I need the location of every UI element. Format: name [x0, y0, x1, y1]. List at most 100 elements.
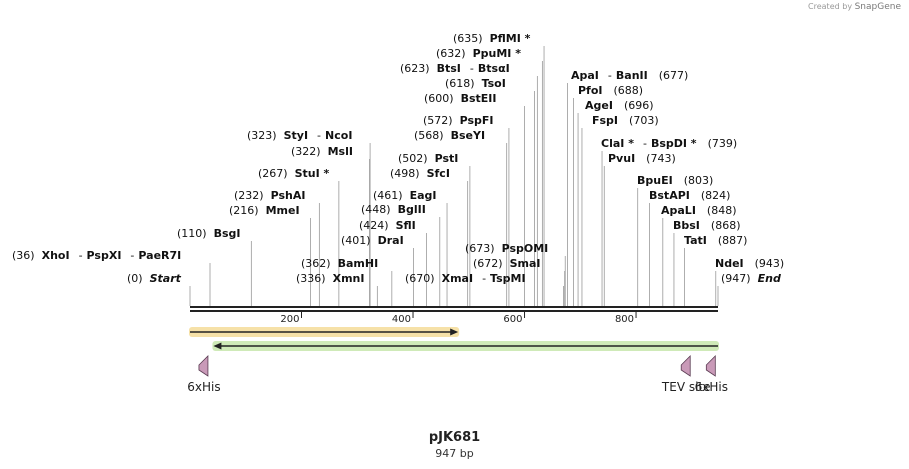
6xHis-right-label: 6xHis	[695, 380, 728, 394]
name-separator: -	[482, 272, 486, 285]
site-label-pflmi: (635)PflMI *	[453, 32, 531, 45]
site-label-pvui: PvuI(743)	[608, 152, 676, 165]
enzyme-name: PpuMI *	[473, 47, 522, 60]
enzyme-name: BseYI	[451, 129, 485, 142]
site-label-xhoi: (36)XhoI-PspXI-PaeR7I	[12, 249, 181, 262]
site-position: (323)	[247, 129, 277, 142]
site-position: (677)	[659, 69, 689, 82]
enzyme-name: BglII	[398, 203, 426, 216]
site-label-msli: (322)MslI	[291, 145, 353, 158]
enzyme-name: NdeI	[715, 257, 744, 270]
site-position: (498)	[390, 167, 420, 180]
site-label-stui: (267) StuI *	[258, 167, 330, 180]
site-label-bamhi: (362)BamHI	[301, 257, 378, 270]
site-position: (618)	[445, 77, 475, 90]
site-label-xmai: (670) XmaI-TspMI	[405, 272, 526, 285]
enzyme-name: TsoI	[482, 77, 506, 90]
enzyme-name: BsgI	[214, 227, 241, 240]
enzyme-name: DraI	[378, 234, 404, 247]
orange-feature-arrowhead	[450, 328, 459, 336]
snapgene-logo-text: SnapGene	[854, 2, 901, 12]
site-position: (635)	[453, 32, 483, 45]
site-label-styi: (323)StyI-NcoI	[247, 129, 352, 142]
site-label-tati: TatI(887)	[684, 234, 747, 247]
credit-prefix: Created by	[808, 2, 853, 11]
site-label-sfci: (498) SfcI	[390, 167, 450, 180]
site-label-pshai: (232)PshAI	[234, 189, 305, 202]
site-label-apai: ApaI-BanII (677)	[571, 69, 688, 82]
enzyme-name: XmnI	[333, 272, 365, 285]
site-label-pfoi: PfoI(688)	[578, 84, 643, 97]
site-position: (743)	[646, 152, 676, 165]
site-position: (336)	[296, 272, 326, 285]
site-label-bbsi: BbsI(868)	[673, 219, 741, 232]
name-separator: -	[130, 249, 134, 262]
site-position: (267)	[258, 167, 288, 180]
enzyme-name: AgeI	[585, 99, 613, 112]
6xHis-left-label: 6xHis	[187, 380, 220, 394]
enzyme-name: BamHI	[338, 257, 379, 270]
enzyme-name: PspOMI	[502, 242, 549, 255]
name-separator: -	[608, 69, 612, 82]
enzyme-name: PshAI	[271, 189, 306, 202]
enzyme-name: FspI	[592, 114, 618, 127]
enzyme-name: EagI	[410, 189, 437, 202]
site-position: (739)	[708, 137, 738, 150]
site-position: (696)	[624, 99, 654, 112]
enzyme-name: MslI	[328, 145, 353, 158]
site-position: (868)	[711, 219, 741, 232]
enzyme-name: ClaI *	[601, 137, 634, 150]
plasmid-name: pJK681	[428, 430, 481, 445]
site-label-mmei: (216)MmeI	[229, 204, 300, 217]
site-label-bsgi: (110)BsgI	[177, 227, 241, 240]
site-label-bglii: (448)BglII	[361, 203, 426, 216]
site-label-end: (947)End	[721, 272, 781, 285]
site-label-clai: ClaI *-BspDI *(739)	[601, 137, 737, 150]
site-position: (36)	[12, 249, 35, 262]
enzyme-name: BanII	[616, 69, 648, 82]
snapgene-credit: Created by SnapGene	[808, 2, 901, 12]
site-position: (0)	[127, 272, 143, 285]
site-label-psti: (502) PstI	[398, 152, 458, 165]
plasmid-length: 947 bp	[435, 447, 474, 460]
site-labels: (0)Start(36)XhoI-PspXI-PaeR7I(110)BsgI(2…	[12, 32, 784, 285]
enzyme-name: BstAPI	[649, 189, 690, 202]
site-label-smai: (672)SmaI	[473, 257, 541, 270]
site-label-pspomi: (673) PspOMI	[465, 242, 548, 255]
site-label-pspfi: (572)PspFI	[423, 114, 494, 127]
site-position: (502)	[398, 152, 428, 165]
enzyme-name: BtsαI	[478, 62, 510, 75]
orange-feature	[189, 327, 460, 337]
TEV-site: TEV site	[661, 355, 711, 394]
enzyme-name: TatI	[684, 234, 707, 247]
enzyme-name: StyI	[284, 129, 308, 142]
site-position: (461)	[373, 189, 403, 202]
6xHis-left-marker	[198, 355, 209, 377]
site-position: (848)	[707, 204, 737, 217]
site-position: (670)	[405, 272, 435, 285]
site-label-eagi: (461) EagI	[373, 189, 437, 202]
enzyme-name: PfoI	[578, 84, 603, 97]
site-position: (673)	[465, 242, 495, 255]
site-label-ppumi: (632)PpuMI *	[436, 47, 521, 60]
site-label-ndei: NdeI(943)	[715, 257, 784, 270]
enzyme-name: PstI	[435, 152, 459, 165]
enzyme-name: BspDI *	[651, 137, 697, 150]
enzyme-name: TspMI	[490, 272, 526, 285]
enzyme-name: End	[758, 272, 781, 285]
enzyme-name: BstEII	[461, 92, 497, 105]
site-label-bpuei: BpuEI(803)	[637, 174, 713, 187]
scale-tick-label: 400	[392, 314, 411, 325]
site-label-agei: AgeI (696)	[585, 99, 654, 112]
site-label-apali: ApaLI(848)	[661, 204, 737, 217]
enzyme-name: BtsI	[437, 62, 461, 75]
sequence-backbone	[190, 306, 718, 312]
enzyme-name: SfcI	[427, 167, 450, 180]
enzyme-name: ApaI	[571, 69, 599, 82]
site-label-tsoi: (618) TsoI	[445, 77, 506, 90]
enzyme-name: XmaI	[442, 272, 473, 285]
enzyme-name: PspFI	[460, 114, 494, 127]
scale-tick-label: 200	[280, 314, 299, 325]
enzyme-name: StuI *	[295, 167, 330, 180]
